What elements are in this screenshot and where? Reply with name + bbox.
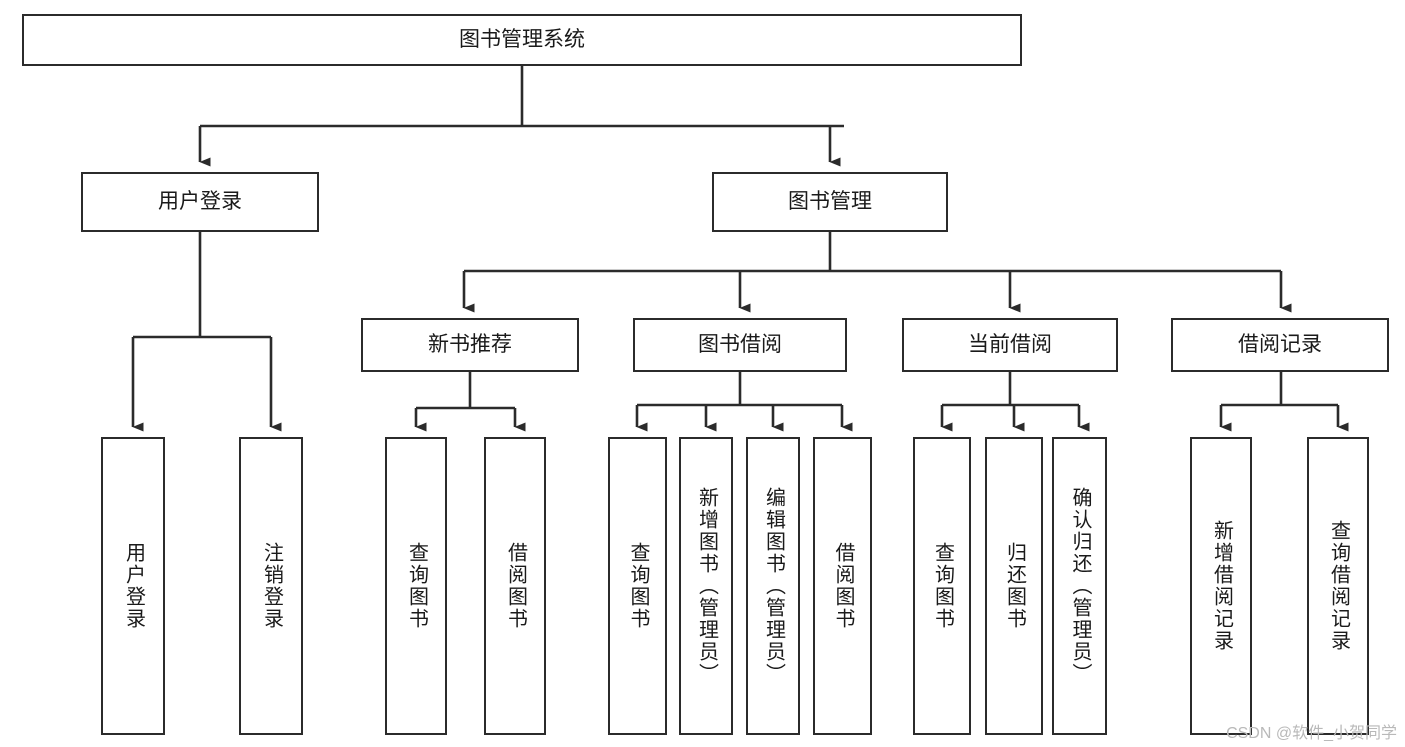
node-user-login[interactable]: 用户登录: [81, 172, 319, 232]
node-leaf-cb-confirm-return-label: 确认归还（管理员）: [1069, 487, 1091, 685]
node-user-login-label: 用户登录: [158, 189, 242, 213]
node-leaf-br-query-record[interactable]: 查询借阅记录: [1307, 437, 1369, 735]
node-leaf-logout[interactable]: 注销登录: [239, 437, 303, 735]
node-book-borrow-label: 图书借阅: [698, 332, 782, 356]
node-leaf-logout-label: 注销登录: [260, 542, 283, 630]
node-leaf-bb-query-book-label: 查询图书: [627, 542, 649, 630]
node-leaf-br-add-record-label: 新增借阅记录: [1210, 520, 1233, 652]
node-book-management-label: 图书管理: [788, 189, 872, 213]
node-leaf-rec-query-book-label: 查询图书: [405, 542, 428, 630]
node-borrow-record[interactable]: 借阅记录: [1171, 318, 1389, 372]
node-leaf-br-query-record-label: 查询借阅记录: [1327, 520, 1350, 652]
node-root[interactable]: 图书管理系统: [22, 14, 1022, 66]
node-current-borrow-label: 当前借阅: [968, 332, 1052, 356]
node-leaf-cb-return-book[interactable]: 归还图书: [985, 437, 1043, 735]
node-leaf-user-login[interactable]: 用户登录: [101, 437, 165, 735]
node-leaf-rec-borrow-book-label: 借阅图书: [504, 542, 527, 630]
node-leaf-rec-borrow-book[interactable]: 借阅图书: [484, 437, 546, 735]
node-leaf-rec-query-book[interactable]: 查询图书: [385, 437, 447, 735]
node-leaf-cb-query-book-label: 查询图书: [931, 542, 954, 630]
node-leaf-bb-add-book[interactable]: 新增图书（管理员）: [679, 437, 733, 735]
node-current-borrow[interactable]: 当前借阅: [902, 318, 1118, 372]
node-leaf-user-login-label: 用户登录: [122, 542, 145, 630]
node-new-book-recommendation-label: 新书推荐: [428, 332, 512, 356]
node-leaf-bb-borrow-book[interactable]: 借阅图书: [813, 437, 872, 735]
node-book-borrow[interactable]: 图书借阅: [633, 318, 847, 372]
node-leaf-bb-add-book-label: 新增图书（管理员）: [695, 487, 718, 685]
node-leaf-br-add-record[interactable]: 新增借阅记录: [1190, 437, 1252, 735]
node-new-book-recommendation[interactable]: 新书推荐: [361, 318, 579, 372]
node-root-label: 图书管理系统: [459, 27, 585, 51]
node-leaf-cb-query-book[interactable]: 查询图书: [913, 437, 971, 735]
node-leaf-bb-edit-book[interactable]: 编辑图书（管理员）: [746, 437, 800, 735]
node-leaf-bb-borrow-book-label: 借阅图书: [832, 542, 854, 630]
node-leaf-cb-confirm-return[interactable]: 确认归还（管理员）: [1052, 437, 1107, 735]
node-book-management[interactable]: 图书管理: [712, 172, 948, 232]
node-borrow-record-label: 借阅记录: [1238, 332, 1322, 356]
node-leaf-bb-query-book[interactable]: 查询图书: [608, 437, 667, 735]
node-leaf-bb-edit-book-label: 编辑图书（管理员）: [762, 487, 785, 685]
node-leaf-cb-return-book-label: 归还图书: [1003, 542, 1026, 630]
